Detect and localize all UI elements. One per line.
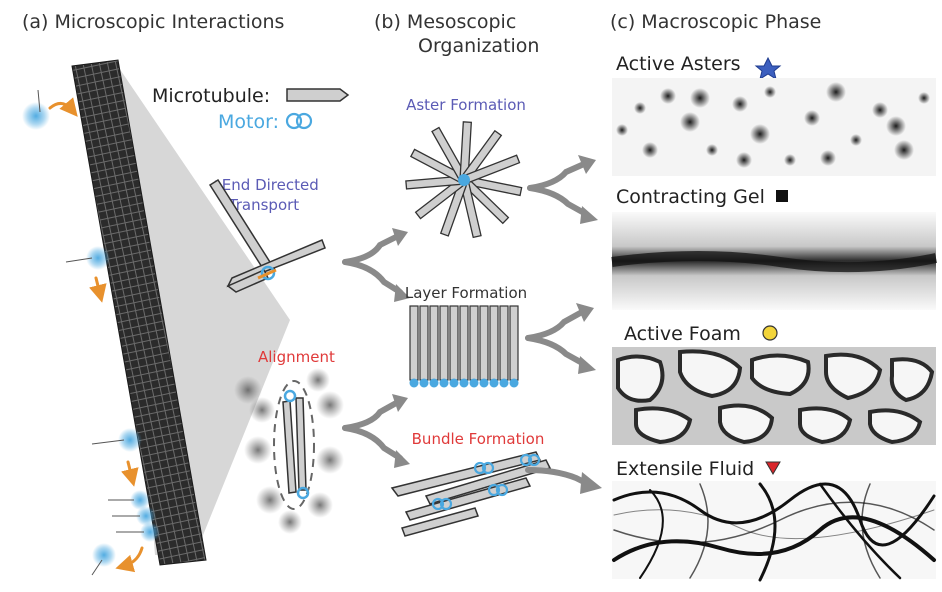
layer-motor bbox=[409, 378, 419, 388]
transport-label-line2: Transport bbox=[228, 196, 300, 214]
aster-dot bbox=[680, 112, 700, 132]
split-arrowheads-b bbox=[392, 228, 410, 468]
aster-dots bbox=[616, 82, 930, 168]
panel-c-title: (c) Macroscopic Phase bbox=[610, 11, 821, 33]
layer-rod bbox=[479, 305, 489, 381]
microtubule-lattice bbox=[72, 60, 206, 565]
panel-b-title-line1: (b) Mesoscopic bbox=[374, 11, 516, 33]
layer-rod bbox=[509, 305, 519, 381]
layer-motor bbox=[429, 378, 439, 388]
layer-rod bbox=[429, 305, 439, 381]
alignment-motor-bottom bbox=[296, 486, 310, 500]
layer-microtubules bbox=[409, 305, 519, 388]
layer-motor bbox=[499, 378, 509, 388]
aster-formation-label: Aster Formation bbox=[406, 96, 526, 114]
legend-microtubule-label: Microtubule: bbox=[152, 85, 270, 107]
aster-dot bbox=[784, 154, 796, 166]
panel-a-title: (a) Microscopic Interactions bbox=[22, 11, 284, 33]
fluid-filaments bbox=[612, 482, 936, 582]
aster-dot bbox=[642, 142, 658, 158]
contracting-gel-label: Contracting Gel bbox=[616, 186, 765, 208]
layer-motor bbox=[479, 378, 489, 388]
panel-b-title-line2: Organization bbox=[418, 35, 539, 57]
split-arrowheads-c bbox=[576, 155, 602, 494]
aster-dot bbox=[616, 124, 628, 136]
alignment-smoke bbox=[234, 368, 344, 534]
layer-motor bbox=[419, 378, 429, 388]
layer-motor bbox=[449, 378, 459, 388]
aster-dot bbox=[804, 110, 820, 126]
alignment-motor-top bbox=[283, 389, 297, 403]
aster-dot bbox=[764, 86, 776, 98]
aster-dot bbox=[690, 88, 710, 108]
aster-dot bbox=[850, 134, 862, 146]
transport-motor-icon bbox=[260, 265, 276, 281]
split-arrows-c bbox=[525, 161, 591, 487]
red-triangle-icon bbox=[765, 461, 781, 475]
split-arrows-b bbox=[342, 233, 403, 461]
aster-dot bbox=[736, 152, 752, 168]
legend-motor-label: Motor: bbox=[218, 111, 279, 133]
aligned-microtubules bbox=[282, 397, 307, 494]
bundle-motors bbox=[431, 453, 541, 511]
layer-motor bbox=[469, 378, 479, 388]
microtubule-legend-icon bbox=[286, 88, 350, 102]
blue-star-icon bbox=[754, 56, 782, 81]
bundle-formation-label: Bundle Formation bbox=[412, 430, 545, 448]
aster-dot bbox=[732, 96, 748, 112]
aster-microtubules bbox=[405, 121, 523, 239]
aster-dot bbox=[894, 140, 914, 160]
layer-rod bbox=[469, 305, 479, 381]
motor-glow-group bbox=[22, 89, 160, 576]
transport-microtubules bbox=[208, 178, 326, 293]
aster-center-motor bbox=[458, 174, 470, 186]
layer-rod bbox=[449, 305, 459, 381]
aster-dot bbox=[634, 102, 646, 114]
layer-rod bbox=[409, 305, 419, 381]
layer-rod bbox=[419, 305, 429, 381]
alignment-dashed-outline bbox=[273, 380, 315, 510]
aster-dot bbox=[660, 88, 676, 104]
motion-arrows bbox=[48, 97, 144, 573]
aster-dot bbox=[872, 102, 888, 118]
aster-dot bbox=[706, 144, 718, 156]
layer-rod bbox=[459, 305, 469, 381]
aster-dot bbox=[918, 92, 930, 104]
layer-rod bbox=[489, 305, 499, 381]
layer-motor bbox=[509, 378, 519, 388]
layer-formation-label: Layer Formation bbox=[405, 284, 527, 302]
aster-dot bbox=[750, 124, 770, 144]
transport-label-line1: +End Directed bbox=[209, 176, 319, 194]
black-square-icon bbox=[776, 190, 788, 202]
active-asters-label: Active Asters bbox=[616, 53, 741, 75]
layer-rod bbox=[439, 305, 449, 381]
yellow-circle-icon bbox=[762, 325, 778, 341]
aster-dot bbox=[886, 116, 906, 136]
layer-motor bbox=[459, 378, 469, 388]
active-foam-label: Active Foam bbox=[624, 323, 741, 345]
alignment-label: Alignment bbox=[258, 348, 335, 366]
aster-dot bbox=[826, 82, 846, 102]
layer-motor bbox=[489, 378, 499, 388]
extensile-fluid-label: Extensile Fluid bbox=[616, 458, 754, 480]
layer-motor bbox=[439, 378, 449, 388]
motor-legend-icon bbox=[285, 112, 313, 130]
foam-cells bbox=[616, 349, 935, 445]
aster-dot bbox=[820, 150, 836, 166]
layer-rod bbox=[499, 305, 509, 381]
